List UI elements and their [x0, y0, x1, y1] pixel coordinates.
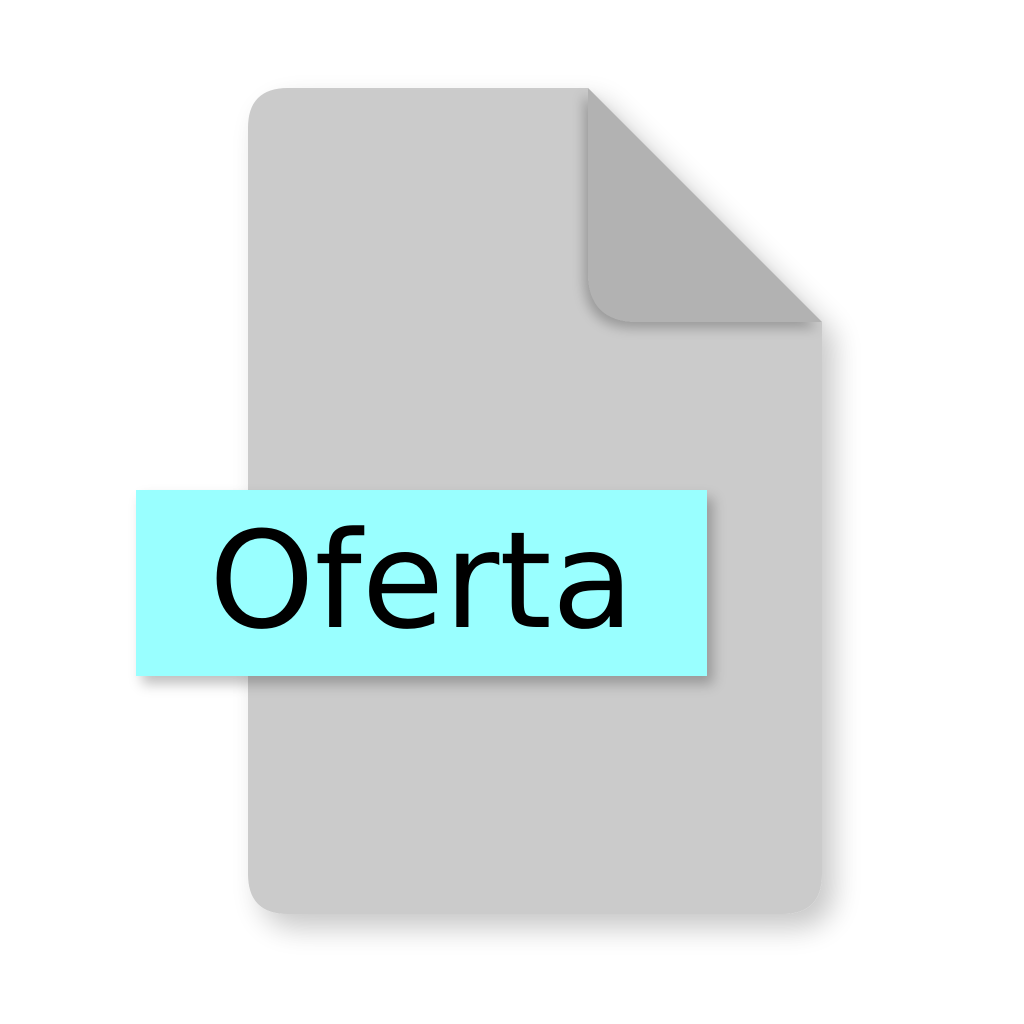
file-type-label: Oferta: [136, 490, 707, 676]
file-type-label-text: Oferta: [209, 503, 634, 659]
file-fold-corner: [588, 88, 822, 322]
